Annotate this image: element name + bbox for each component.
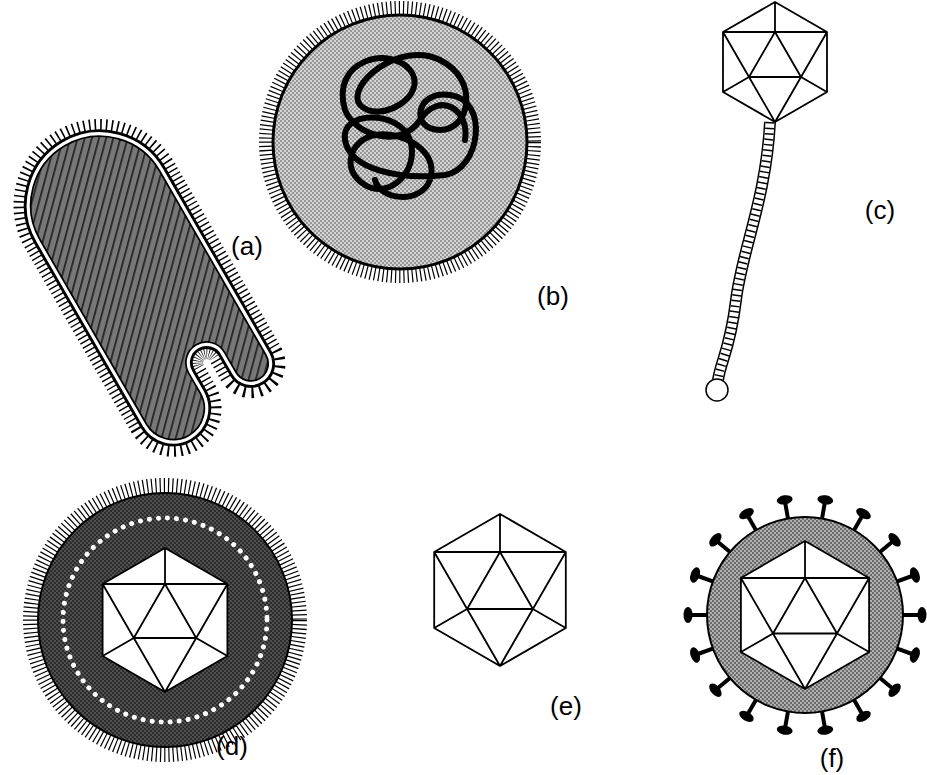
enveloped-sphere-virus (266, 8, 534, 276)
spike-head (737, 506, 755, 522)
spike-head (707, 681, 724, 699)
spike-head (854, 506, 872, 522)
spike-head (817, 494, 834, 506)
enveloped-icosahedral-virus (31, 486, 299, 754)
spiked-enveloped-virus (684, 494, 927, 736)
spike-head (776, 494, 793, 506)
spike-head (908, 646, 922, 664)
spike-head (776, 724, 793, 736)
panel-label: (c) (865, 197, 895, 223)
spike-head (908, 566, 922, 584)
spike-head (737, 708, 755, 724)
spike-head (886, 681, 903, 699)
spike-head (918, 607, 927, 623)
panel-label: (b) (537, 283, 569, 309)
spike-head (854, 708, 872, 724)
tailed-phage (706, 2, 827, 401)
spike-head (688, 646, 702, 664)
spike-head (684, 607, 693, 623)
spike-head (817, 724, 834, 736)
spike-head (707, 531, 724, 549)
panel-label: (d) (216, 733, 248, 759)
panel-label: (e) (550, 693, 582, 719)
icosahedral-virus (434, 514, 566, 666)
spike-head (886, 531, 903, 549)
panel-label: (f) (820, 745, 845, 771)
panel-label: (a) (231, 233, 263, 259)
spike-head (688, 566, 702, 584)
rod-virus (5, 111, 281, 451)
